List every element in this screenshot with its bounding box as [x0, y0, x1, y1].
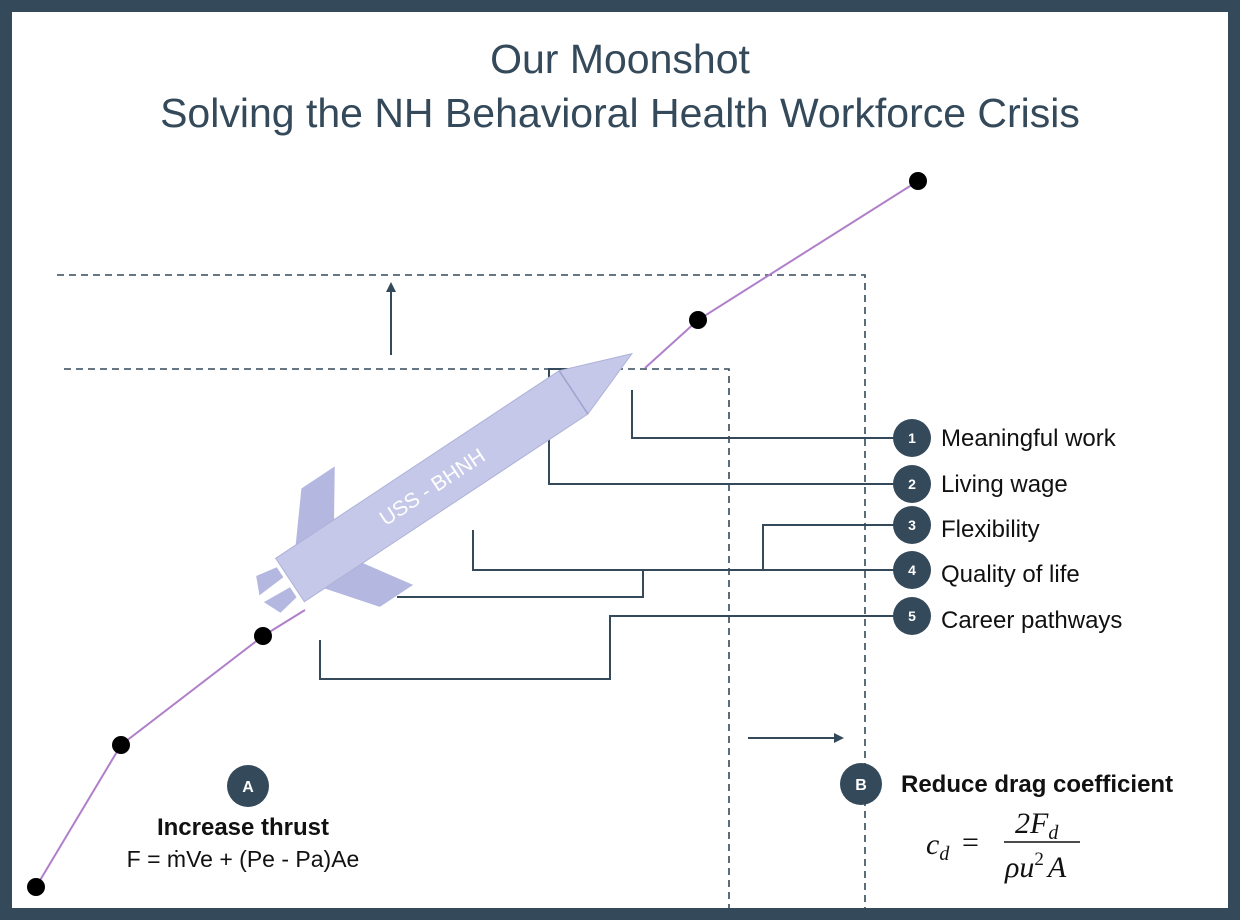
- trajectory-points: [27, 172, 927, 896]
- connector-3: [762, 524, 895, 570]
- factor-badge: [893, 465, 931, 503]
- trajectory-point: [27, 878, 45, 896]
- drag-formula-numerator: 2Fd: [1015, 807, 1059, 844]
- page-title: Our Moonshot Solving the NH Behavioral H…: [12, 32, 1228, 140]
- factor-number: 2: [908, 476, 916, 492]
- factor-label: Living wage: [941, 471, 1068, 498]
- inner-dashed-boundary: [64, 368, 730, 908]
- rocket-exhaust-bottom: [263, 587, 297, 613]
- factor-label: Career pathways: [941, 607, 1122, 634]
- factor-item-1: 1 Meaningful work: [893, 419, 1117, 457]
- connector-4b: [397, 570, 644, 598]
- drag-formula-equals: =: [962, 826, 979, 859]
- rocket-exhaust-top: [256, 567, 284, 596]
- factor-item-4: 4 Quality of life: [893, 551, 1080, 589]
- trajectory-point: [112, 736, 130, 754]
- section-b-badge: [840, 763, 882, 805]
- section-a: A Increase thrust F = ṁVe + (Pe - Pa)Ae: [127, 765, 360, 872]
- trajectory-point: [689, 311, 707, 329]
- drag-formula-lhs: cd: [926, 828, 950, 865]
- factor-list: 1 Meaningful work 2 Living wage 3 Flexib…: [893, 419, 1122, 635]
- factor-number: 5: [908, 608, 916, 624]
- section-a-badge: [227, 765, 269, 807]
- title-line-2: Solving the NH Behavioral Health Workfor…: [160, 90, 1080, 136]
- section-a-letter: A: [242, 779, 254, 796]
- rocket-body: [274, 352, 634, 603]
- factor-item-3: 3 Flexibility: [893, 506, 1040, 544]
- dashed-guides: [57, 274, 866, 908]
- factor-label: Flexibility: [941, 516, 1040, 543]
- section-b-letter: B: [855, 777, 867, 794]
- connector-1: [631, 390, 895, 439]
- factor-badge: [893, 506, 931, 544]
- factor-number: 1: [908, 430, 916, 446]
- factor-number: 4: [908, 562, 916, 578]
- trajectory-point: [909, 172, 927, 190]
- factor-label: Meaningful work: [941, 425, 1117, 452]
- factor-badge: [893, 419, 931, 457]
- connector-4: [472, 530, 895, 571]
- section-b-heading: Reduce drag coefficient: [901, 771, 1173, 798]
- thrust-formula: F = ṁVe + (Pe - Pa)Ae: [127, 846, 360, 872]
- factor-label: Quality of life: [941, 561, 1080, 588]
- trajectory-line: [35, 609, 306, 888]
- factor-item-5: 5 Career pathways: [893, 597, 1122, 635]
- outer-dashed-boundary: [57, 274, 866, 908]
- factor-badge: [893, 597, 931, 635]
- connector-5: [319, 615, 895, 680]
- rocket: USS - BHNH: [256, 352, 634, 613]
- factor-number: 3: [908, 517, 916, 533]
- diagram-canvas: USS - BHNH 1 Meaningful work 2 Living wa…: [27, 172, 1173, 908]
- title-line-1: Our Moonshot: [490, 36, 750, 82]
- section-a-heading: Increase thrust: [157, 814, 329, 841]
- factor-item-2: 2 Living wage: [893, 465, 1068, 503]
- slide: Our Moonshot Solving the NH Behavioral H…: [12, 12, 1228, 908]
- trajectory-point: [254, 627, 272, 645]
- factor-badge: [893, 551, 931, 589]
- rocket-nose-seam: [558, 370, 589, 415]
